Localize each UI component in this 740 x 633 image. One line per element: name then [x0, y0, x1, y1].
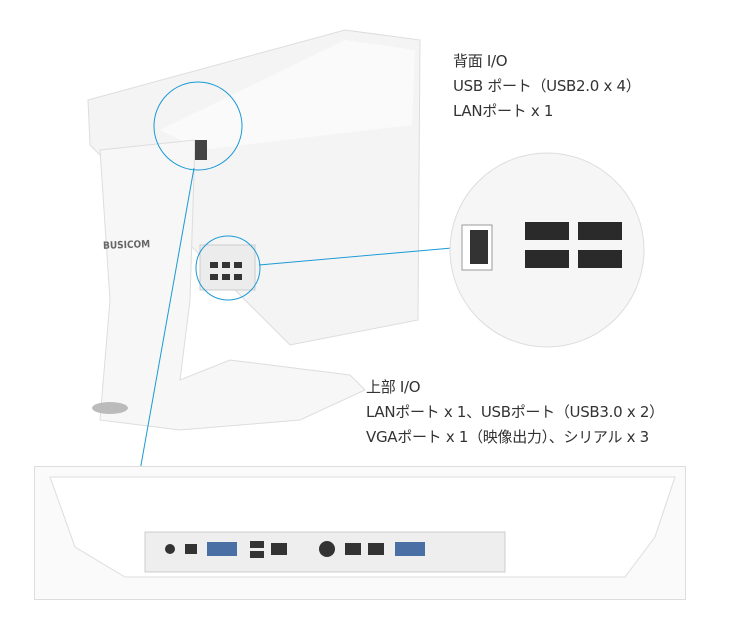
top-io-line: LANポート x 1、USBポート（USB3.0 x 2）	[366, 403, 664, 421]
top-io-ports	[165, 541, 425, 558]
callout-line-rear	[258, 247, 453, 266]
top-io-caption: 上部 I/O LANポート x 1、USBポート（USB3.0 x 2） VGA…	[366, 375, 664, 450]
callout-circle-rear	[195, 235, 261, 301]
rear-io-line: USB ポート（USB2.0 x 4）	[453, 77, 641, 95]
usb-ports-icon	[525, 222, 622, 268]
lan-port-icon	[470, 230, 488, 264]
top-io-line: VGAポート x 1（映像出力）、シリアル x 3	[366, 428, 649, 446]
monitor-stand	[99, 139, 366, 431]
callout-line-top	[132, 167, 195, 511]
rear-io-caption: 背面 I/O USB ポート（USB2.0 x 4） LANポート x 1	[453, 49, 641, 124]
callout-circle-top	[153, 81, 243, 171]
top-io-photo	[34, 466, 686, 600]
rear-io-title: 背面 I/O	[453, 52, 508, 70]
rear-io-line: LANポート x 1	[453, 102, 554, 120]
rear-usb-ports	[210, 262, 242, 280]
brand-logo: BUSICOM	[102, 239, 151, 252]
top-io-title: 上部 I/O	[366, 378, 421, 396]
